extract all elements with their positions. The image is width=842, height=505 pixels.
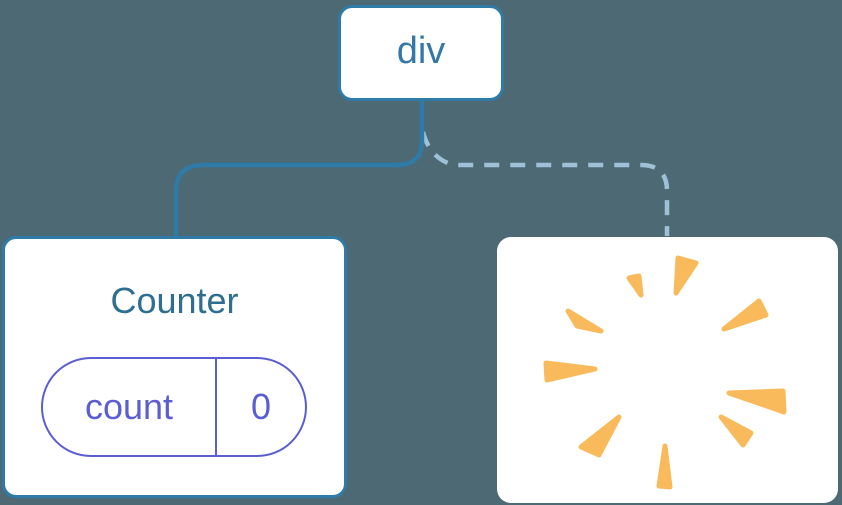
removed-node (497, 237, 838, 503)
state-pill: count 0 (41, 357, 307, 457)
connector-dashed-line (420, 131, 670, 236)
counter-node-label: Counter (110, 280, 239, 321)
state-key-label: count (84, 386, 174, 427)
counter-node: Counter count 0 (2, 236, 347, 498)
div-node: div (338, 5, 504, 101)
connector-solid-line (173, 100, 425, 238)
poof-burst-icon (543, 255, 787, 490)
state-pill-divider (215, 357, 217, 457)
state-value-label: 0 (250, 386, 272, 427)
div-node-label: div (396, 30, 446, 72)
